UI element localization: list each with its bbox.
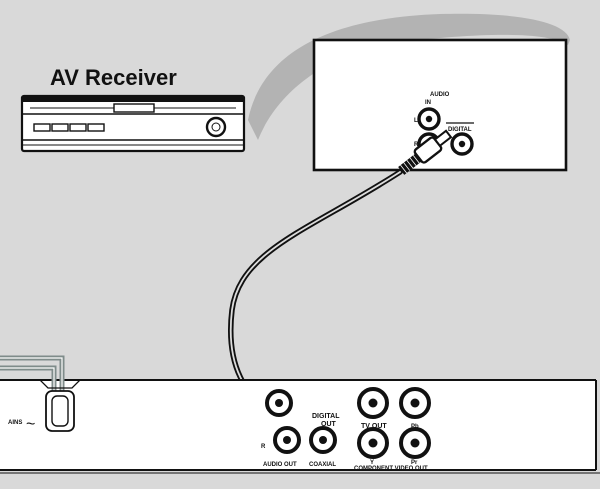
pb-jack[interactable] [399,387,431,419]
pr-label: Pr [411,460,418,466]
audio-out-r-label: R [261,444,266,450]
audio-in-left-jack[interactable] [417,107,441,131]
pr-jack[interactable] [399,427,431,459]
player-rear-panel [0,379,600,474]
left-label: L [414,118,418,124]
av-receiver-title: AV Receiver [50,65,177,90]
mains-label: AINS [8,420,22,426]
right-label: R [414,142,419,148]
digital-out-label-2: OUT [321,421,337,428]
in-label: IN [425,100,431,106]
mains-symbol: ~ [26,416,35,433]
audio-label: AUDIO [430,92,450,98]
mains-socket [39,379,81,432]
pb-label: Pb [411,424,419,430]
av-receiver-illustration [20,94,246,153]
coaxial-label: COAXIAL [309,462,336,468]
y-jack[interactable] [357,427,389,459]
audio-out-label: AUDIO OUT [263,462,297,468]
audio-out-right-jack[interactable] [273,426,301,454]
coaxial-out-jack[interactable] [309,426,337,454]
y-label: Y [370,460,374,466]
receiver-back-panel: AUDIO IN L R DIGITAL [312,38,568,172]
tv-out-label: TV OUT [361,423,387,430]
cable-plug-top [398,129,453,175]
digital-out-label: DIGITAL [312,413,340,420]
audio-out-left-jack[interactable] [265,389,293,417]
digital-in-jack[interactable] [450,132,474,156]
tv-out-jack[interactable] [357,387,389,419]
component-video-out-label: COMPONENT VIDEO OUT [354,466,428,472]
digital-label: DIGITAL [448,127,472,133]
